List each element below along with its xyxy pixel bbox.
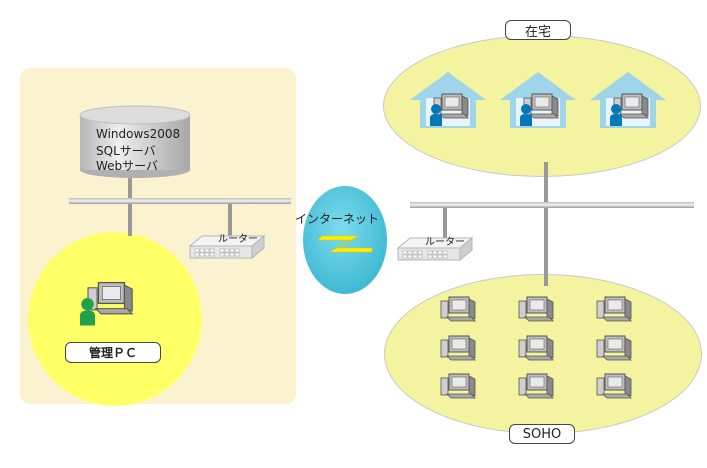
admin-pc-label: 管理ＰＣ xyxy=(65,342,161,363)
computer-icon xyxy=(518,373,554,399)
computer-icon xyxy=(440,335,476,361)
person-icon xyxy=(430,104,442,126)
soho-label: SOHO xyxy=(509,424,575,444)
admin-pc-circle xyxy=(28,232,202,406)
computer-icon xyxy=(440,296,476,322)
lightning-icon xyxy=(317,235,373,253)
server-label-web: Webサーバ xyxy=(96,159,159,173)
database-icon xyxy=(79,105,191,178)
computer-icon xyxy=(518,296,554,322)
router-label-right: ルーター xyxy=(425,237,465,248)
home-label: 在宅 xyxy=(505,20,571,40)
left-network-bus xyxy=(69,198,291,204)
computer-icon xyxy=(596,335,632,361)
computer-icon xyxy=(596,373,632,399)
right-network-bus xyxy=(410,202,694,208)
computer-icon xyxy=(596,296,632,322)
computer-icon xyxy=(518,335,554,361)
server-label-sql: SQLサーバ xyxy=(96,144,156,158)
person-icon xyxy=(80,298,95,326)
person-icon xyxy=(610,104,622,126)
internet-label: インターネット xyxy=(295,212,380,226)
person-icon xyxy=(520,104,532,126)
router-label-left: ルーター xyxy=(218,234,258,245)
server-label-os: Windows2008 xyxy=(96,127,181,141)
computer-icon xyxy=(87,281,133,315)
computer-icon xyxy=(440,373,476,399)
